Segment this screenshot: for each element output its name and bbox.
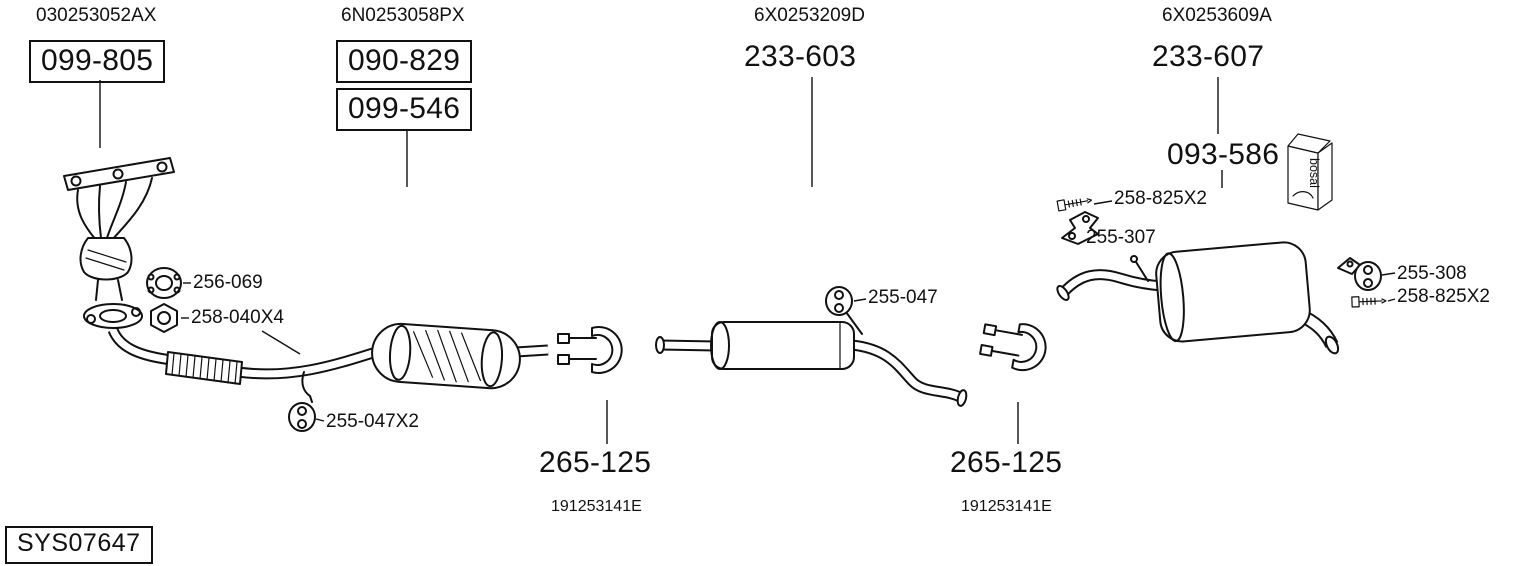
part-number-gasket: 256-069	[193, 272, 263, 293]
front-hanger-pin	[301, 371, 313, 403]
part-number-middle-hanger: 255-047	[868, 287, 938, 308]
rubber-hanger-rear	[1354, 261, 1382, 291]
middle-muffler	[710, 321, 855, 370]
clamp-rear	[977, 316, 1051, 375]
exhaust-manifold	[63, 157, 175, 301]
gasket-ring	[146, 267, 182, 299]
middle-hanger-pin	[845, 311, 863, 335]
part-number-front-clamp: 265-125	[539, 446, 652, 479]
front-flange	[83, 303, 143, 329]
pipes	[107, 269, 1340, 407]
part-number-rear-hanger: 255-308	[1397, 263, 1467, 284]
part-number-front-hanger: 255-047X2	[326, 411, 419, 432]
oem-ref-front-clamp: 191253141E	[551, 498, 642, 515]
catalytic-converter	[371, 322, 521, 390]
part-number-tailpipe: 093-586	[1167, 138, 1280, 171]
oem-ref-rear-clamp: 191253141E	[961, 498, 1052, 515]
part-number-rear-clamp: 265-125	[950, 446, 1063, 479]
system-code: SYS07647	[5, 526, 153, 564]
part-number-rear-bracket: 255-307	[1086, 227, 1156, 248]
oem-ref-catalyst: 6N0253058PX	[341, 5, 465, 26]
part-number-rear-muffler: 233-607	[1152, 40, 1265, 73]
part-number-nut: 258-040X4	[191, 307, 284, 328]
rubber-hanger-front	[288, 402, 316, 432]
rear-screw-bottom	[1351, 295, 1387, 308]
part-number-rear-screw-bottom: 258-825X2	[1397, 286, 1490, 307]
oem-ref-rear-muffler: 6X0253609A	[1162, 5, 1272, 26]
clamp-front	[557, 326, 623, 375]
flex-pipe-section	[165, 351, 243, 385]
bosal-logo-text: bosal	[1307, 158, 1321, 188]
oem-ref-manifold: 030253052AX	[36, 5, 157, 26]
bosal-box-icon: bosal	[1287, 133, 1333, 211]
part-number-catalyst-bottom: 099-546	[336, 88, 473, 131]
part-number-catalyst-top: 090-829	[336, 40, 473, 83]
rubber-hanger-middle	[825, 286, 853, 316]
part-number-rear-screw-top: 258-825X2	[1114, 188, 1207, 209]
hex-nut	[150, 303, 178, 333]
oem-ref-middle-muffler: 6X0253209D	[754, 5, 865, 26]
part-number-manifold: 099-805	[29, 40, 166, 83]
rear-screw-top	[1056, 194, 1093, 212]
rear-bracket	[1061, 211, 1099, 245]
rear-muffler	[1130, 241, 1311, 343]
part-number-middle-muffler: 233-603	[744, 40, 857, 73]
